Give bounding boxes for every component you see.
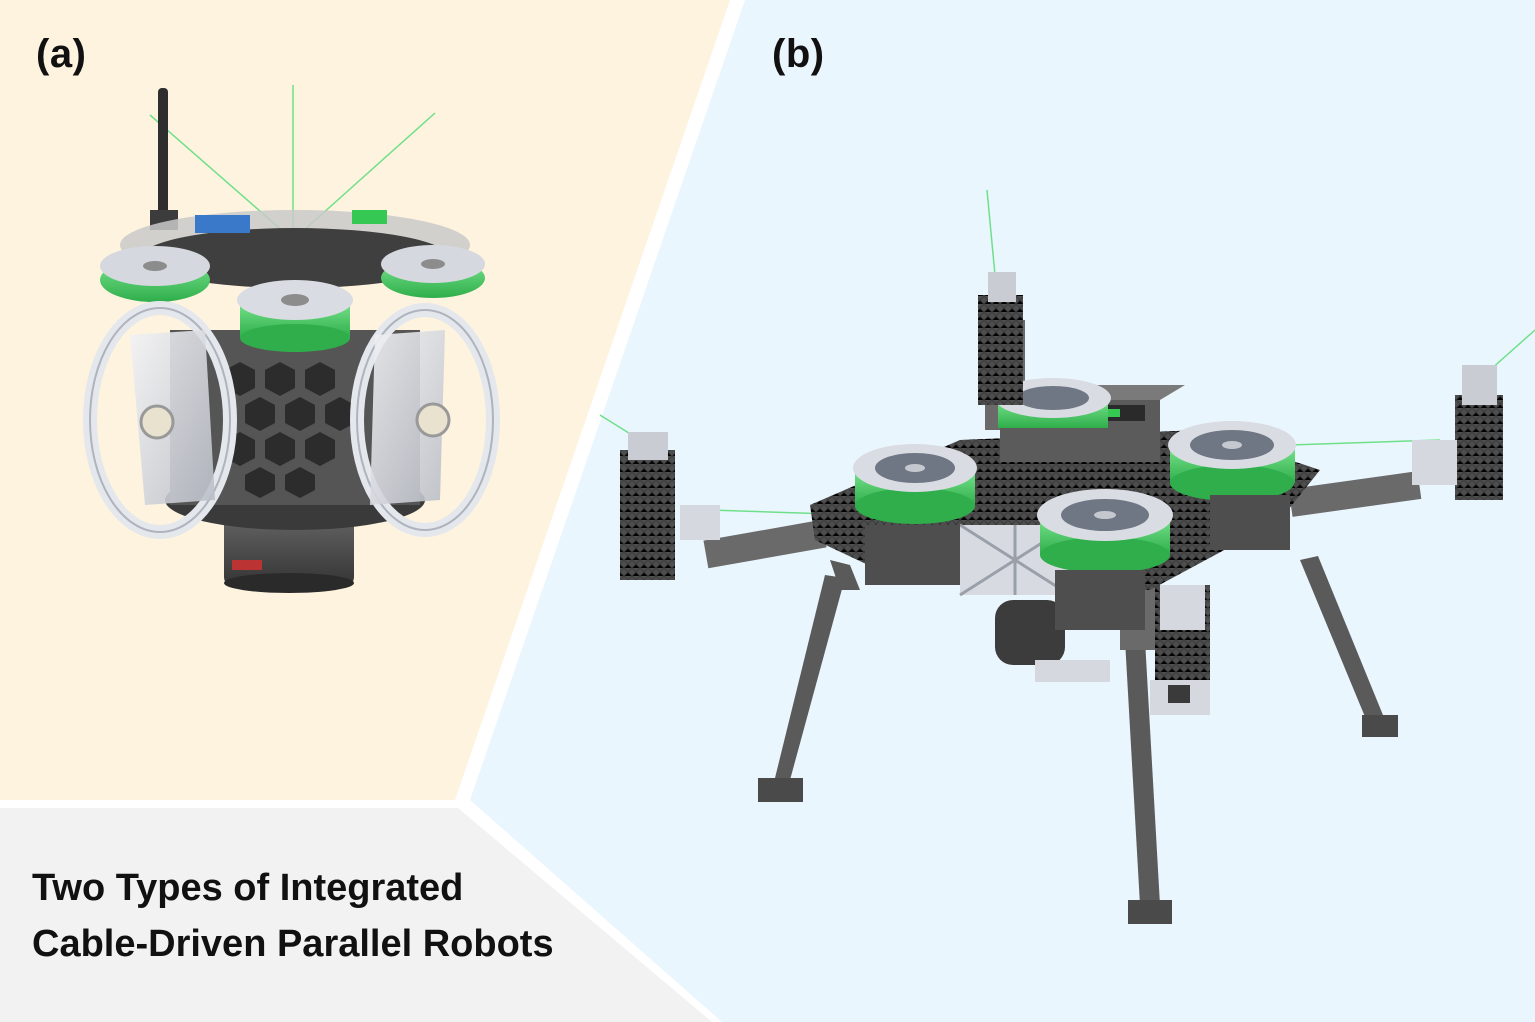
leg-left [775, 575, 845, 780]
spool-b-left [853, 444, 977, 524]
figure-caption: Two Types of Integrated Cable-Driven Par… [32, 860, 632, 972]
spool-b-right [1168, 421, 1296, 501]
spool-left [100, 246, 210, 302]
caption-background [0, 808, 712, 1022]
robot-a [83, 85, 500, 593]
caption-line-1: Two Types of Integrated [32, 867, 464, 909]
leg-back [830, 560, 860, 590]
pulley-tower-left [620, 432, 720, 580]
pulley-tower-front [1150, 585, 1210, 715]
wheel-right [350, 303, 500, 537]
wheel-left [83, 301, 237, 539]
panel-a-label: (a) [36, 32, 87, 76]
leg-front [1125, 640, 1160, 905]
robot-b [599, 189, 1535, 924]
pulley-tower-back [978, 272, 1023, 405]
caption-line-2: Cable-Driven Parallel Robots [32, 923, 554, 965]
arm-left [703, 519, 827, 569]
arm-right [1288, 471, 1422, 517]
spool-right [381, 245, 485, 298]
antenna [158, 88, 168, 218]
pulley-tower-right [1412, 365, 1503, 500]
cable-line [1489, 329, 1535, 371]
spool-front [237, 280, 353, 352]
gimbal [995, 600, 1065, 665]
panel-b-label: (b) [772, 32, 825, 76]
spool-b-front [1037, 489, 1173, 573]
leg-right [1300, 556, 1385, 724]
cable-line [986, 189, 996, 276]
